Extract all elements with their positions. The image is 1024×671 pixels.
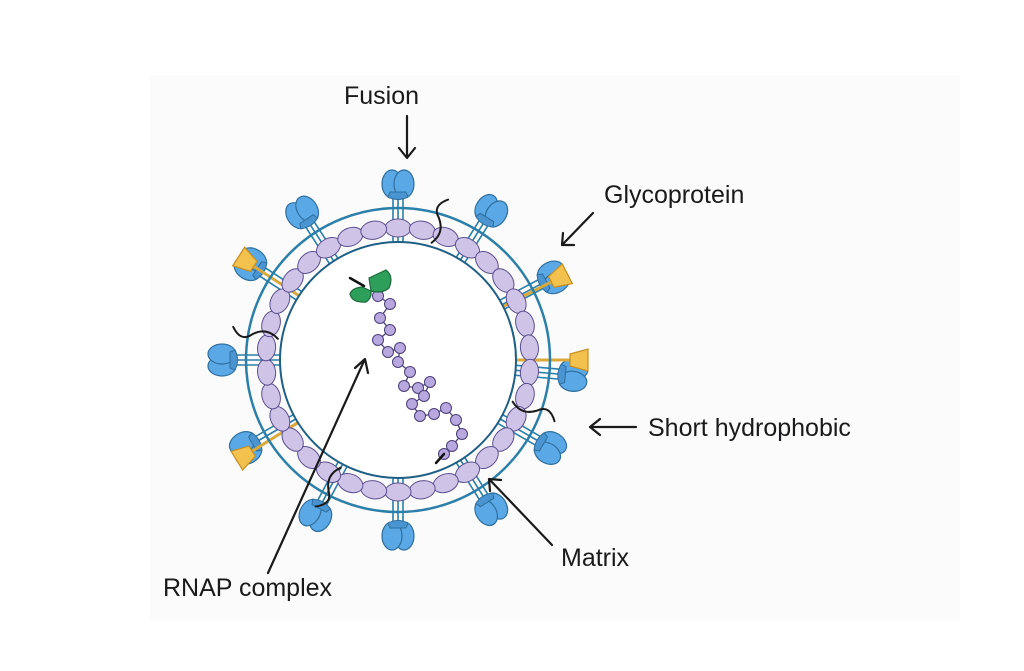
rna-bead [404,366,416,378]
hydrophobic-protein [511,400,556,423]
viral-envelope [244,206,552,514]
matrix-protein [360,480,388,500]
rna-bead [372,334,384,346]
rna-bead [424,376,436,388]
matrix-label: Matrix [561,544,630,572]
rna-bead [394,342,406,354]
glycoprotein-label: Glycoprotein [604,181,744,209]
arrows [266,114,638,575]
matrix-protein [360,220,388,240]
rna-bead [428,408,440,420]
rna-bead [406,398,418,410]
rna-bead [414,410,426,422]
fusion-spike [455,193,509,264]
rnap-complex-shape [348,269,392,303]
rna-genome [372,290,468,465]
matrix-protein [519,358,539,386]
short-hydrophobic-arrow [588,417,638,437]
rna-bead [418,390,430,402]
rnap-complex-arrow [266,357,370,575]
rna-bead [374,312,386,324]
matrix-protein [408,220,436,240]
glycoprotein-arrow [560,211,595,247]
glycoprotein-spike [516,348,589,372]
matrix-arrow [487,477,554,547]
rna-bead [450,414,462,426]
rna-bead [446,440,458,452]
matrix-protein [257,334,277,362]
fusion-spike [207,343,280,377]
rna-bead [392,356,404,368]
fusion-arrow [397,114,417,160]
matrix-layer [257,218,539,502]
rna-bead [384,324,396,336]
rna-bead [440,402,452,414]
matrix-protein [408,480,436,500]
short-hydrophobic-label: Short hydrophobic [648,414,851,442]
rna-bead [412,382,424,394]
hydrophobic-protein [430,198,450,244]
matrix-protein [519,334,539,362]
short-hydrophobic-proteins [232,198,556,508]
hydrophobic-protein [314,466,342,508]
fusion-label: Fusion [344,82,419,110]
matrix-protein [384,482,412,502]
hydrophobic-protein [232,325,279,340]
rna-bead [398,380,410,392]
rnap-complex-label: RNAP complex [163,574,333,602]
rna-bead [382,346,394,358]
matrix-protein [384,218,412,238]
matrix-protein [257,358,277,386]
rna-bead [456,428,468,440]
rna-bead [384,298,396,310]
